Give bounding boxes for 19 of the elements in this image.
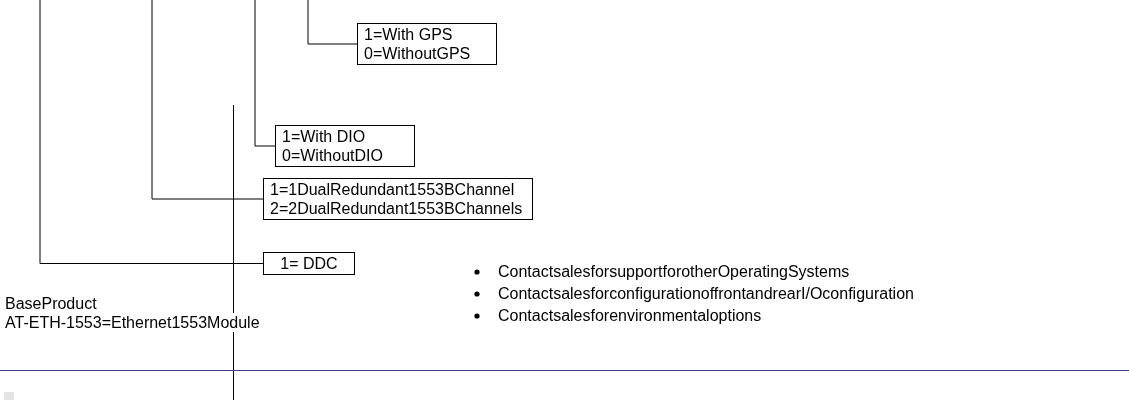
product-text: AT-ETH-1553=Ethernet1553Module (5, 313, 260, 332)
option-box (357, 23, 497, 65)
option-text: 1=With GPS (364, 25, 454, 44)
leader-line (254, 0, 276, 147)
option-text: 2=2DualRedundant1553BChannels (270, 199, 524, 218)
option-text: 0=WithoutGPS (364, 44, 472, 63)
option-box (263, 252, 355, 275)
leader-line (39, 0, 264, 264)
note-text: Contactsalesforenvironmentaloptions (498, 306, 762, 325)
option-text: 0=WithoutDIO (282, 146, 384, 165)
option-text: 1=With DIO (282, 127, 367, 146)
option-text: 1=1DualRedundant1553BChannel (270, 180, 516, 199)
option-box (275, 125, 415, 167)
leader-line (151, 0, 264, 200)
note-text: ContactsalesforsupportforotherOperatingSystems (498, 262, 850, 281)
leader-line (307, 0, 358, 45)
option-box (263, 178, 533, 220)
note-text: ContactsalesforconfigurationoffrontandrearI/Oconfiguration (498, 284, 914, 303)
option-text: 1= DDC (279, 254, 339, 273)
